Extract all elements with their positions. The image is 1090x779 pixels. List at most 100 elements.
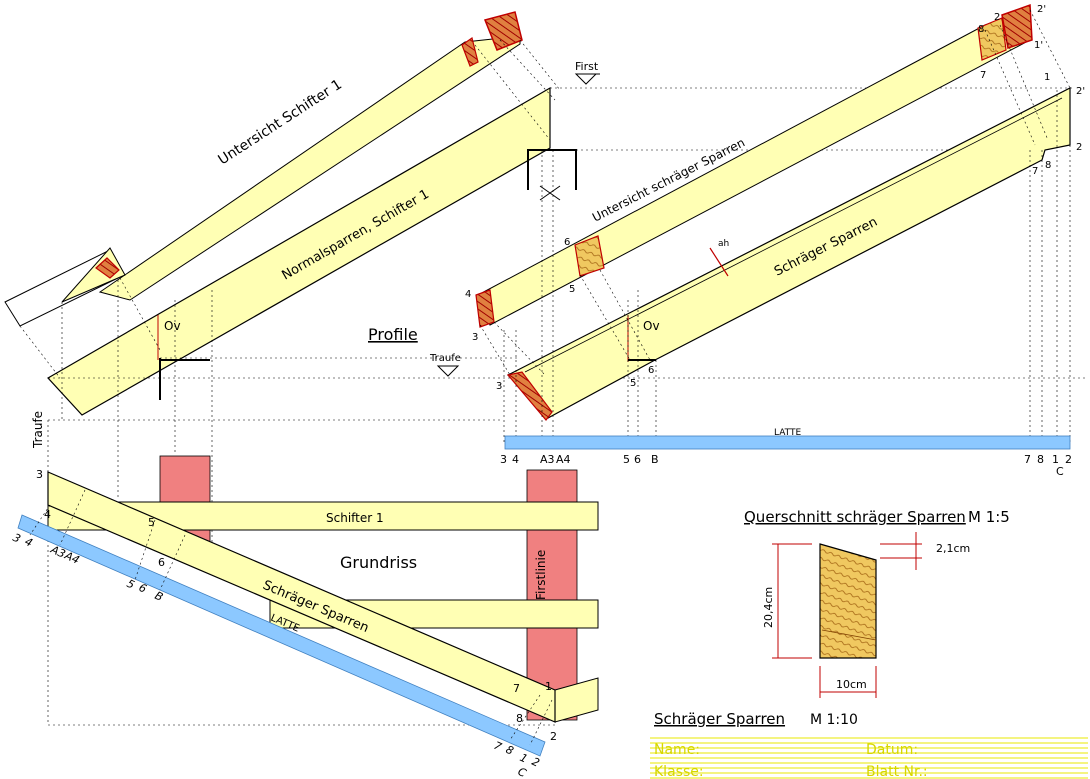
plan-point-labels: 3 4 5 6 1 2 7 8 3 4 A3 A4 5 6 B 7 8 1 2 … [11, 468, 557, 779]
pt-plan-b: B [153, 589, 165, 604]
pt-upper-1: 1 [1052, 453, 1059, 466]
pt-plan-a3: A3 [48, 543, 68, 561]
schifter-cut-low [95, 257, 120, 279]
label-grundriss: Grundriss [340, 553, 417, 572]
pt-p7: 7 [980, 70, 986, 81]
schraeger-sparren-band [507, 87, 1071, 419]
pt-upper-6: 6 [634, 453, 641, 466]
pt-plan-6: 6 [137, 581, 149, 596]
label-profile: Profile [368, 325, 418, 344]
pt-p8c: 8 [1045, 160, 1051, 171]
pt-p8: 8 [978, 24, 984, 35]
first-marker: First [574, 60, 600, 85]
pt-g3: 3 [36, 468, 43, 481]
pt-p3b: 3 [496, 381, 502, 392]
schifter-cut-top [483, 11, 523, 51]
pt-g8: 8 [516, 712, 523, 725]
sparren-inner-line [524, 97, 1063, 373]
pt-g1: 1 [545, 680, 552, 693]
label-offset: 2,1cm [936, 542, 970, 555]
pt-p3: 3 [472, 332, 478, 343]
pt-p2p: 2' [1037, 4, 1046, 15]
title-block-scale: M 1:10 [810, 712, 858, 728]
pt-upper-c: C [1056, 465, 1064, 478]
pt-p2: 2 [994, 12, 1000, 23]
pt-plan-3: 3 [11, 531, 23, 546]
title-block-datum: Datum: [866, 742, 918, 758]
untersicht-cut-small [574, 235, 605, 277]
grundriss-group: Schifter 1 Grundriss Schräger Sparren LA… [11, 411, 599, 779]
latte-bar-upper [504, 435, 1071, 450]
latte-plan-band [17, 514, 546, 757]
pt-upper-4: 4 [512, 453, 519, 466]
pt-upper-a4: A4 [556, 453, 571, 466]
pt-plan-1: 1 [518, 751, 530, 766]
title-block-title: Schräger Sparren [654, 710, 785, 728]
pt-p1b: 1 [1044, 72, 1050, 83]
ah-mark [709, 247, 729, 277]
pt-plan-5: 5 [125, 577, 137, 592]
pt-g2: 2 [550, 730, 557, 743]
pt-p6: 6 [564, 237, 570, 248]
pt-g4: 4 [44, 508, 51, 521]
pt-upper-8: 8 [1037, 453, 1044, 466]
cross-section-group: Querschnitt schräger Sparren M 1:5 20,4c… [744, 508, 1010, 698]
sparren-cut-bottom [506, 371, 553, 421]
label-ov-left: Ov [164, 319, 181, 333]
pt-upper-2: 2 [1065, 453, 1072, 466]
pt-plan-4: 4 [23, 535, 35, 550]
cross-section-shape [819, 543, 877, 659]
cross-section-title: Querschnitt schräger Sparren [744, 508, 966, 526]
pt-p2c: 2 [1076, 142, 1082, 153]
pt-plan-a4: A4 [62, 549, 82, 567]
label-width: 10cm [836, 678, 867, 691]
height-dimension [772, 543, 812, 659]
label-ov-right: Ov [643, 319, 660, 333]
pt-plan-2: 2 [530, 755, 542, 770]
offset-dimension [880, 532, 922, 570]
pt-upper-7: 7 [1024, 453, 1031, 466]
title-block-lines [650, 737, 1088, 779]
pt-upper-a3: A3 [540, 453, 555, 466]
untersicht-cut-top [1001, 3, 1033, 49]
pt-g7: 7 [513, 682, 520, 695]
pt-upper-5: 5 [623, 453, 630, 466]
label-traufe: Traufe [429, 353, 461, 364]
cross-section-scale: M 1:5 [968, 508, 1010, 526]
schifter-profile-group: Untersicht Schifter 1 Normalsparren, Sch… [4, 11, 1085, 726]
pt-plan-c: C [516, 765, 529, 779]
normalsparren-band [47, 86, 551, 416]
label-traufe-vertical: Traufe [31, 411, 45, 449]
pt-upper-b: B [651, 453, 659, 466]
label-first: First [575, 60, 599, 73]
pt-p1p: 1' [1034, 40, 1043, 51]
helper-lines-right [479, 9, 1071, 445]
upper-point-labels: 3 4 A3 A4 5 6 B 7 8 1 2 C [500, 453, 1072, 478]
pt-plan-7: 7 [492, 739, 504, 754]
pt-p5b: 5 [630, 378, 636, 389]
schraeger-sparren-profile-group: Untersicht schräger Sparren Schräger Spa… [475, 3, 1071, 445]
untersicht-cut-mid [977, 17, 1007, 61]
title-block: Schräger Sparren M 1:10 Name: Datum: Kla… [650, 710, 1088, 779]
label-latte-upper: LATTE [774, 428, 802, 438]
pt-p5: 5 [569, 284, 575, 295]
schraeger-sparren-plan-band [47, 471, 556, 723]
pt-g6: 6 [158, 556, 165, 569]
pt-plan-8: 8 [504, 743, 516, 758]
width-dimension [819, 666, 877, 698]
label-ah: ah [718, 239, 729, 249]
traufe-marker: Traufe [429, 353, 461, 377]
title-block-name: Name: [654, 742, 700, 758]
label-firstlinie: Firstlinie [534, 550, 548, 600]
label-schifter-plan: Schifter 1 [326, 511, 384, 525]
pt-upper-3: 3 [500, 453, 507, 466]
first-post [527, 149, 577, 190]
pt-p4: 4 [465, 289, 471, 300]
pt-g5: 5 [148, 516, 155, 529]
pt-p2b: 2' [1076, 86, 1085, 97]
pt-p7b: 7 [1032, 166, 1038, 177]
title-block-blatt: Blatt Nr.: [866, 764, 928, 779]
pt-p6b: 6 [648, 365, 654, 376]
label-height: 20,4cm [762, 587, 775, 628]
